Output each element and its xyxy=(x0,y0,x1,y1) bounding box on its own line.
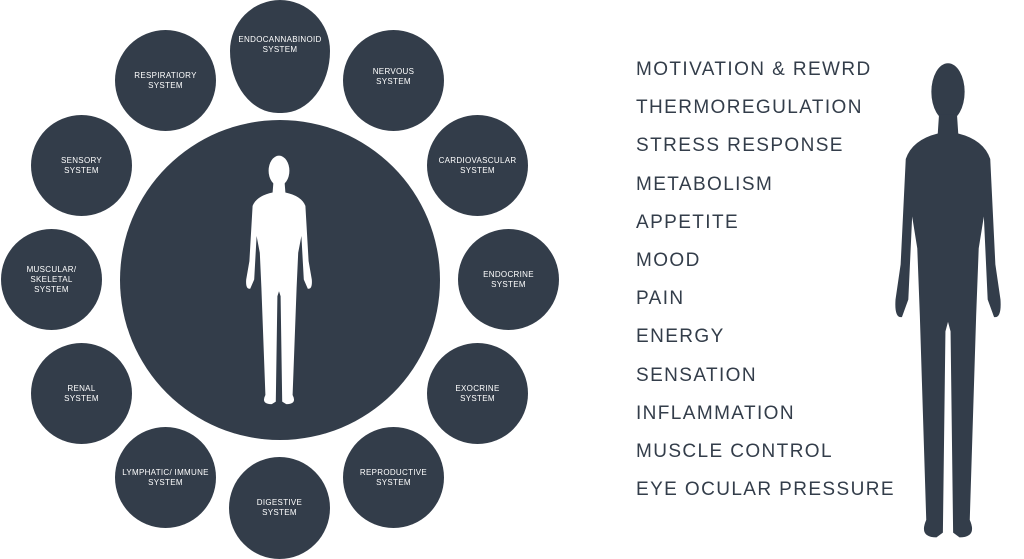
system-circle-lymphatic-immune: LYMPHATIC/ IMMUNE SYSTEM xyxy=(115,427,216,528)
system-label: ENDOCRINE SYSTEM xyxy=(483,269,534,289)
function-item: PAIN xyxy=(636,288,685,310)
system-circle-exocrine: EXOCRINE SYSTEM xyxy=(427,343,528,444)
system-label: REPRODUCTIVE SYSTEM xyxy=(359,467,428,487)
function-list: MOTIVATION & REWRD THERMOREGULATION STRE… xyxy=(636,59,895,517)
function-item: STRESS RESPONSE xyxy=(636,135,844,157)
function-item: APPETITE xyxy=(636,211,740,233)
system-circle-muscular-skeletal: MUSCULAR/ SKELETAL SYSTEM xyxy=(1,229,102,330)
system-circle-digestive: DIGESTIVE SYSTEM xyxy=(229,457,330,559)
system-circle-respiratory: RESPIRATIORY SYSTEM xyxy=(115,30,216,131)
function-item: INFLAMMATION xyxy=(636,402,795,424)
function-item: SENSATION xyxy=(636,364,757,386)
system-label: RENAL SYSTEM xyxy=(64,383,99,403)
system-label: LYMPHATIC/ IMMUNE SYSTEM xyxy=(122,467,209,487)
system-label: CARDIOVASCULAR SYSTEM xyxy=(438,155,517,175)
system-circle-nervous: NERVOUS SYSTEM xyxy=(343,30,444,131)
system-label: EXOCRINE SYSTEM xyxy=(455,383,500,403)
system-circle-reproductive: REPRODUCTIVE SYSTEM xyxy=(343,427,444,528)
system-label: ENDOCANNABINOID SYSTEM xyxy=(238,34,322,54)
system-circle-endocrine: ENDOCRINE SYSTEM xyxy=(458,229,559,330)
system-circle-cardiovascular: CARDIOVASCULAR SYSTEM xyxy=(427,115,528,216)
function-item: ENERGY xyxy=(636,326,725,348)
human-figure-icon xyxy=(239,154,319,405)
function-item: EYE OCULAR PRESSURE xyxy=(636,479,895,501)
system-label: MUSCULAR/ SKELETAL SYSTEM xyxy=(26,264,77,294)
system-circle-renal: RENAL SYSTEM xyxy=(31,343,132,444)
system-label: SENSORY SYSTEM xyxy=(60,155,103,175)
system-circle-sensory: SENSORY SYSTEM xyxy=(31,115,132,216)
function-item: MOOD xyxy=(636,249,701,271)
system-label: DIGESTIVE SYSTEM xyxy=(256,498,303,517)
function-item: MOTIVATION & REWRD xyxy=(636,59,872,80)
system-label: NERVOUS SYSTEM xyxy=(372,66,415,86)
function-item: MUSCLE CONTROL xyxy=(636,440,833,462)
system-circle-endocannabinoid: ENDOCANNABINOID SYSTEM xyxy=(230,0,330,113)
human-silhouette-icon xyxy=(884,60,1012,539)
system-label: RESPIRATIORY SYSTEM xyxy=(134,70,197,90)
function-item: METABOLISM xyxy=(636,173,774,195)
function-item: THERMOREGULATION xyxy=(636,97,863,119)
